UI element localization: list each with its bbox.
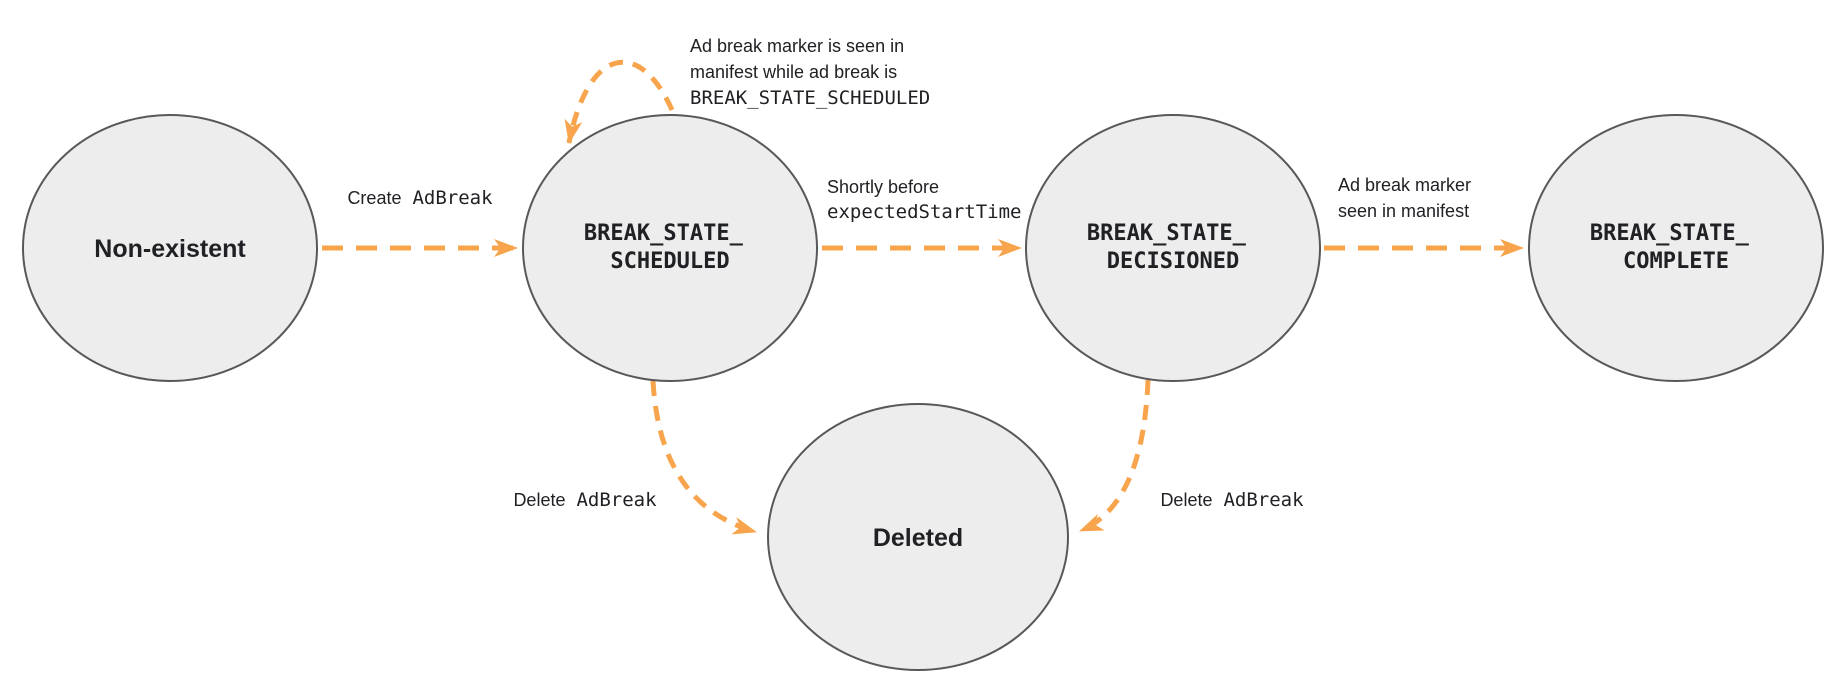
state-label-line: DECISIONED — [1107, 249, 1239, 274]
transition-label-plain: Create — [347, 188, 401, 208]
state-label-line: BREAK_STATE_ — [1087, 221, 1247, 246]
transition-create-label: Create AdBreak — [347, 187, 493, 209]
state-break-state-decisioned-label: BREAK_STATE_ DECISIONED — [1087, 221, 1259, 274]
transition-label-code: AdBreak — [1223, 489, 1304, 511]
transition-label-line: Ad break marker is seen in — [690, 36, 904, 56]
transition-label-plain: Delete — [513, 490, 565, 510]
transition-complete-label: Ad break marker seen in manifest — [1338, 175, 1476, 221]
state-label-line: COMPLETE — [1623, 249, 1729, 274]
transition-label-line: Ad break marker — [1338, 175, 1471, 195]
transition-label-line: manifest while ad break is — [690, 62, 897, 82]
transition-delete-from-decisioned-arrow — [1079, 379, 1151, 534]
transition-label-line: Shortly before — [827, 177, 939, 197]
state-deleted-label: Deleted — [873, 524, 963, 552]
transition-label-code: AdBreak — [576, 489, 657, 511]
state-break-state-complete-label: BREAK_STATE_ COMPLETE — [1590, 221, 1762, 274]
state-label-line: BREAK_STATE_ — [1590, 221, 1750, 246]
transition-label-code: expectedStartTime — [827, 201, 1021, 223]
transition-label-code: AdBreak — [412, 187, 493, 209]
state-break-state-scheduled-circle — [522, 114, 818, 382]
transition-delete-from-scheduled-label: Delete AdBreak — [513, 489, 657, 511]
transition-delete-from-scheduled-arrow — [650, 380, 757, 535]
state-label-line: BREAK_STATE_ — [584, 221, 744, 246]
transition-label-code: BREAK_STATE_SCHEDULED — [690, 87, 930, 109]
transition-label-line: seen in manifest — [1338, 201, 1469, 221]
state-deleted-circle — [767, 403, 1069, 671]
transition-label-plain: Delete — [1160, 490, 1212, 510]
transition-self-loop-arrow — [564, 59, 675, 144]
state-break-state-decisioned-circle — [1025, 114, 1321, 382]
transition-delete-from-decisioned-label: Delete AdBreak — [1160, 489, 1304, 511]
state-break-state-scheduled-label: BREAK_STATE_ SCHEDULED — [584, 221, 756, 274]
state-non-existent-label: Non-existent — [94, 235, 246, 263]
state-non-existent-circle — [22, 114, 318, 382]
state-break-state-complete-circle — [1528, 114, 1824, 382]
transition-decision-label: Shortly before expectedStartTime — [827, 177, 1021, 223]
state-label-line: SCHEDULED — [610, 249, 729, 274]
transition-self-loop-label: Ad break marker is seen in manifest whil… — [690, 36, 930, 109]
